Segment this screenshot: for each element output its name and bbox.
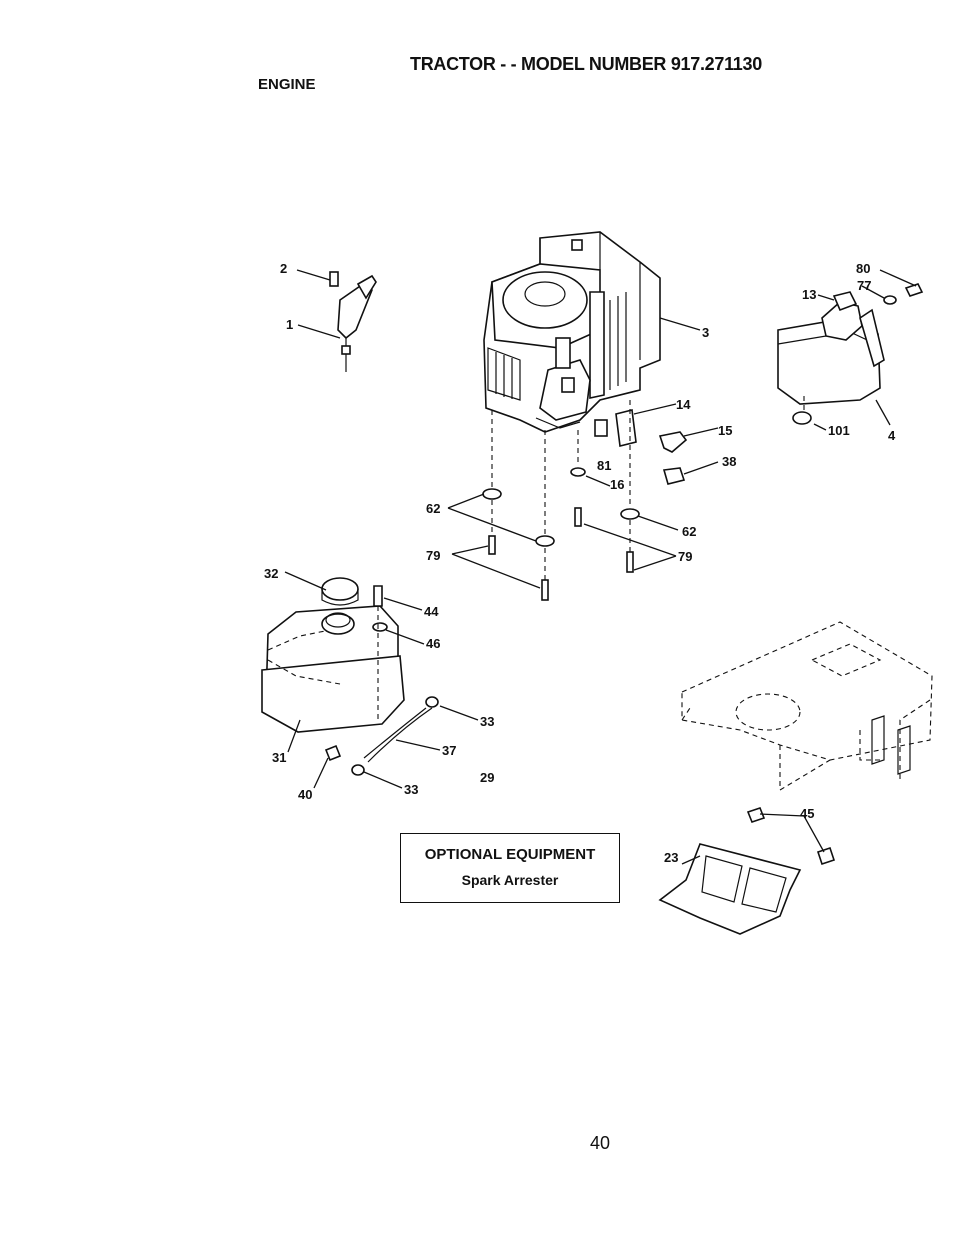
- callout-31: 31: [272, 750, 286, 765]
- callout-1: 1: [286, 317, 293, 332]
- washer-16: [570, 467, 586, 477]
- callout-44: 44: [424, 604, 439, 619]
- callout-79-right: 79: [678, 549, 692, 564]
- muffler: [777, 283, 924, 425]
- bolts-79: [488, 507, 634, 601]
- callout-33-top: 33: [480, 714, 494, 729]
- callout-29: 29: [480, 770, 494, 785]
- washers-62: [482, 488, 640, 547]
- page-number: 40: [590, 1133, 611, 1153]
- callout-23: 23: [664, 850, 678, 865]
- callout-13: 13: [802, 287, 816, 302]
- spark-arrester: [658, 807, 836, 935]
- callout-14: 14: [676, 397, 691, 412]
- callout-40: 40: [298, 787, 312, 802]
- callout-3: 3: [702, 325, 709, 340]
- oil-fill-tube: [594, 409, 688, 453]
- callout-62-right: 62: [682, 524, 696, 539]
- callout-33-bottom: 33: [404, 782, 418, 797]
- callout-38: 38: [722, 454, 736, 469]
- callout-77: 77: [857, 278, 871, 293]
- callout-32: 32: [264, 566, 278, 581]
- callout-15: 15: [718, 423, 732, 438]
- page-title: TRACTOR - - MODEL NUMBER 917.271130: [410, 54, 762, 74]
- callout-81: 81: [597, 458, 611, 473]
- callout-80: 80: [856, 261, 870, 276]
- section-heading: ENGINE: [258, 76, 316, 93]
- callout-16: 16: [610, 477, 624, 492]
- callout-62-left: 62: [426, 501, 440, 516]
- optional-equipment-item: Spark Arrester: [461, 872, 559, 888]
- callout-4: 4: [888, 428, 896, 443]
- throttle-control: [329, 271, 377, 372]
- callout-46: 46: [426, 636, 440, 651]
- optional-equipment-title: OPTIONAL EQUIPMENT: [424, 846, 596, 863]
- callout-37: 37: [442, 743, 456, 758]
- callout-45: 45: [800, 806, 814, 821]
- drain-plug: [662, 467, 686, 485]
- tractor-frame: [681, 621, 933, 791]
- callout-79-left: 79: [426, 548, 440, 563]
- fuel-tank: [261, 577, 439, 776]
- optional-equipment-box: OPTIONAL EQUIPMENT Spark Arrester: [400, 833, 620, 903]
- callout-2: 2: [280, 261, 287, 276]
- callout-101: 101: [828, 423, 850, 438]
- engine: [483, 231, 661, 433]
